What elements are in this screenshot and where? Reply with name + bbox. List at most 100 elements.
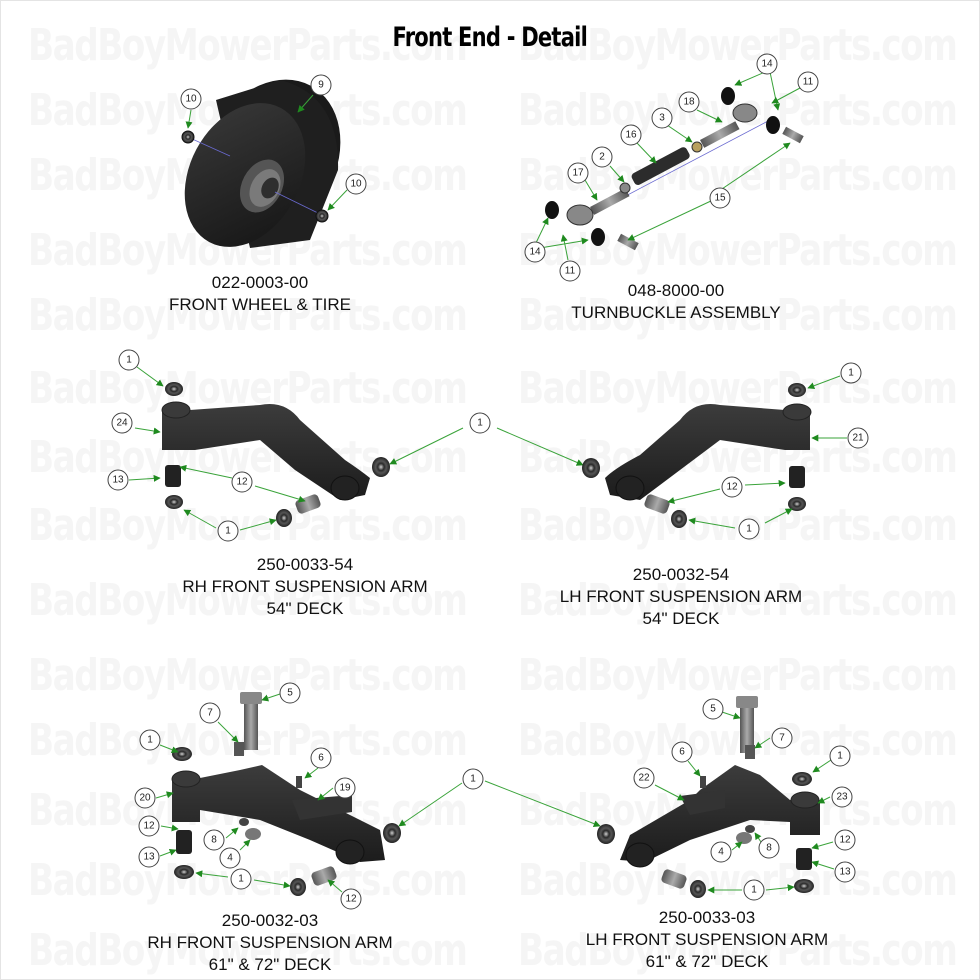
caption-turnbuckle: 048-8000-00 TURNBUCKLE ASSEMBLY — [556, 280, 796, 324]
callout-bubble[interactable]: 8 — [203, 829, 225, 851]
svg-text:16: 16 — [625, 130, 637, 141]
svg-text:21: 21 — [852, 433, 864, 444]
callout-bubble[interactable]: 1 — [462, 768, 484, 790]
callout-bubble[interactable]: 1 — [829, 745, 851, 767]
svg-text:1: 1 — [238, 874, 244, 885]
bolt-icon — [740, 703, 754, 753]
callout-bubble[interactable]: 12 — [340, 888, 362, 910]
callout-bubble[interactable]: 3 — [651, 107, 673, 129]
bearing-icon — [174, 865, 194, 879]
callout-bubble[interactable]: 10 — [345, 173, 367, 195]
svg-text:5: 5 — [287, 688, 293, 699]
callout-bubble[interactable]: 22 — [633, 767, 655, 789]
callout-bubble[interactable]: 6 — [671, 741, 693, 763]
svg-text:20: 20 — [139, 793, 151, 804]
callout-bubble[interactable]: 21 — [847, 427, 869, 449]
callout-bubble[interactable]: 18 — [678, 91, 700, 113]
svg-text:22: 22 — [638, 773, 650, 784]
svg-text:8: 8 — [766, 843, 772, 854]
callout-bubble[interactable]: 13 — [138, 846, 160, 868]
bolt-icon — [244, 700, 258, 750]
callout-bubble[interactable]: 17 — [567, 162, 589, 184]
callout-bubble[interactable]: 11 — [559, 260, 581, 282]
svg-text:6: 6 — [679, 747, 685, 758]
callout-bubble[interactable]: 20 — [134, 787, 156, 809]
callout-bubble[interactable]: 12 — [138, 815, 160, 837]
svg-text:1: 1 — [837, 751, 843, 762]
callout-bubble[interactable]: 1 — [230, 868, 252, 890]
callout-bubble[interactable]: 10 — [180, 88, 202, 110]
callout-bubble[interactable]: 15 — [709, 187, 731, 209]
callout-bubble[interactable]: 4 — [710, 841, 732, 863]
bearing-icon — [165, 382, 183, 396]
set-screw-icon — [296, 776, 302, 788]
callout-bubble[interactable]: 1 — [217, 520, 239, 542]
svg-text:12: 12 — [839, 835, 851, 846]
suspension-arm-icon — [172, 765, 385, 862]
callout-bubble[interactable]: 1 — [469, 412, 491, 434]
bushing-icon — [789, 466, 805, 488]
turnbuckle-assembly — [534, 71, 804, 261]
callout-bubble[interactable]: 9 — [310, 74, 332, 96]
screw-icon — [234, 742, 244, 756]
svg-text:14: 14 — [761, 59, 773, 70]
bearing-icon — [276, 509, 292, 527]
deck-size: 54" DECK — [266, 599, 344, 618]
callout-bubble[interactable]: 23 — [831, 786, 853, 808]
bushing-icon — [591, 228, 605, 246]
callout-bubble[interactable]: 1 — [118, 349, 140, 371]
callout-bubble[interactable]: 5 — [279, 682, 301, 704]
svg-text:23: 23 — [836, 792, 848, 803]
callout-bubble[interactable]: 14 — [756, 53, 778, 75]
bearing-icon — [172, 747, 192, 761]
svg-text:12: 12 — [345, 894, 357, 905]
part-number: 250-0033-54 — [256, 555, 354, 574]
callout-bubble[interactable]: 13 — [107, 469, 129, 491]
bushing-icon — [796, 848, 812, 870]
callout-bubble[interactable]: 7 — [771, 727, 793, 749]
svg-text:9: 9 — [318, 80, 324, 91]
svg-text:6: 6 — [318, 753, 324, 764]
nut-icon — [691, 141, 703, 153]
callout-bubble[interactable]: 12 — [834, 829, 856, 851]
nut-icon — [745, 825, 755, 833]
part-name: RH FRONT SUSPENSION ARM — [147, 933, 393, 952]
callout-bubble[interactable]: 2 — [591, 146, 613, 168]
callout-bubble[interactable]: 4 — [219, 847, 241, 869]
front-wheel-assembly — [181, 79, 348, 248]
callout-bubble[interactable]: 7 — [199, 702, 221, 724]
page-title: Front End - Detail — [0, 22, 980, 53]
callout-bubble[interactable]: 1 — [743, 879, 765, 901]
callout-bubble[interactable]: 16 — [620, 124, 642, 146]
callout-bubble[interactable]: 13 — [834, 861, 856, 883]
callout-bubble[interactable]: 19 — [334, 777, 356, 799]
callout-bubble[interactable]: 11 — [797, 71, 819, 93]
bushing-icon — [766, 116, 780, 134]
part-name: FRONT WHEEL & TIRE — [169, 295, 351, 314]
callout-bubble[interactable]: 6 — [310, 747, 332, 769]
callout-bubble[interactable]: 14 — [524, 241, 546, 263]
callout-bubble[interactable]: 12 — [721, 476, 743, 498]
rh-arm-61-72-assembly — [155, 692, 601, 896]
callout-bubble[interactable]: 1 — [139, 729, 161, 751]
callout-bubble[interactable]: 1 — [840, 362, 862, 384]
callout-bubbles: 10 9 10 14 11 18 3 16 2 17 15 14 11 1 24… — [107, 53, 869, 910]
callout-bubble[interactable]: 8 — [758, 837, 780, 859]
part-name: RH FRONT SUSPENSION ARM — [182, 577, 428, 596]
svg-text:3: 3 — [659, 113, 665, 124]
svg-text:19: 19 — [339, 783, 351, 794]
svg-text:2: 2 — [599, 152, 605, 163]
suspension-arm-icon — [620, 765, 820, 862]
bearing-icon — [671, 510, 687, 528]
callout-bubble[interactable]: 12 — [231, 471, 253, 493]
svg-text:11: 11 — [565, 266, 576, 277]
part-number: 250-0033-03 — [658, 908, 756, 927]
svg-text:13: 13 — [143, 852, 155, 863]
callout-bubble[interactable]: 5 — [702, 698, 724, 720]
callout-bubble[interactable]: 1 — [738, 518, 760, 540]
callout-bubble[interactable]: 24 — [111, 412, 133, 434]
svg-text:1: 1 — [746, 524, 752, 535]
svg-text:14: 14 — [529, 247, 541, 258]
part-number: 022-0003-00 — [211, 273, 309, 292]
bearing-icon — [290, 878, 306, 896]
